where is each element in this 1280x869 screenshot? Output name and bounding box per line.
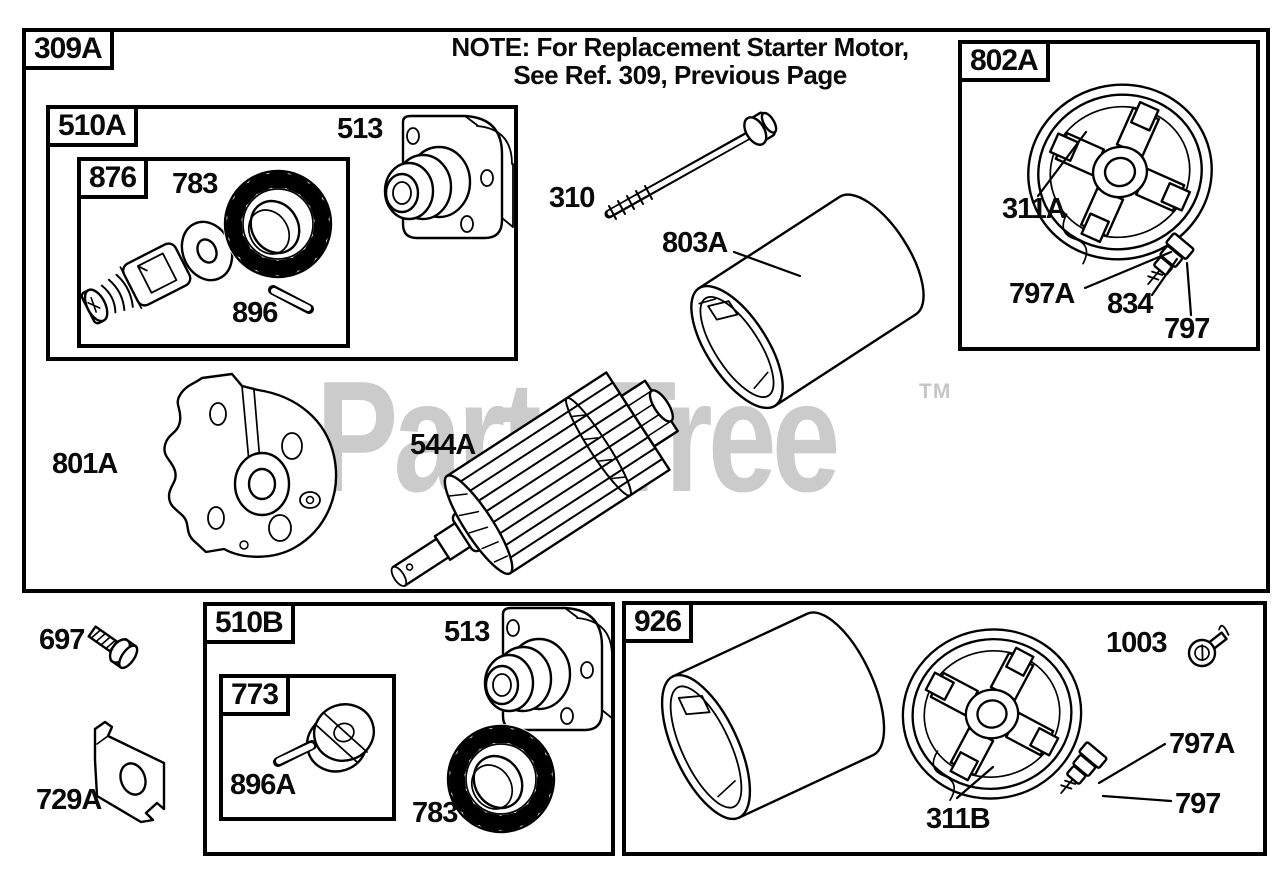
drawing-screw-1003 (1187, 624, 1230, 668)
callout-729A[interactable]: 729A (36, 784, 102, 816)
group-box-926 (622, 601, 1267, 856)
callout-797A-upper[interactable]: 797A (1009, 278, 1075, 310)
drawing-motor-housing-803A (690, 193, 925, 410)
ref-label-773[interactable]: 773 (219, 674, 291, 716)
group-box-510A (46, 105, 518, 361)
callout-783-lower[interactable]: 783 (412, 797, 458, 829)
callout-801A[interactable]: 801A (52, 448, 118, 480)
callout-311A[interactable]: 311A (1002, 193, 1067, 225)
callout-896A[interactable]: 896A (230, 769, 296, 801)
drawing-roll-pin-896 (268, 285, 314, 314)
callout-797-lower[interactable]: 797 (1175, 788, 1221, 820)
drawing-armature-544A (390, 371, 679, 587)
callout-803A[interactable]: 803A (662, 227, 728, 259)
drawing-bracket-729A (93, 720, 166, 824)
callout-513-lower[interactable]: 513 (444, 616, 490, 648)
note-line-2: See Ref. 309, Previous Page (513, 60, 847, 91)
leader-lines-926 (955, 742, 1173, 803)
callout-513-upper[interactable]: 513 (337, 113, 383, 145)
ref-label-309A[interactable]: 309A (22, 28, 114, 70)
callout-311B[interactable]: 311B (926, 803, 991, 835)
drawing-starter-clutch (80, 242, 192, 325)
ref-label-510B[interactable]: 510B (203, 602, 295, 644)
drawing-through-bolt (604, 111, 778, 220)
group-box-773 (219, 674, 396, 821)
group-box-802A (958, 40, 1260, 351)
callout-797-upper[interactable]: 797 (1164, 313, 1210, 345)
callout-783-upper[interactable]: 783 (172, 168, 218, 200)
drawing-roll-pin-896A (273, 740, 317, 767)
callout-896[interactable]: 896 (232, 297, 278, 329)
group-box-876 (77, 157, 350, 348)
replacement-note: NOTE: For Replacement Starter Motor, See… (340, 33, 1020, 89)
drawing-mount-plate-801A (163, 372, 338, 558)
callout-310[interactable]: 310 (549, 182, 595, 214)
drawing-pinion-773 (305, 703, 375, 773)
note-line-1: NOTE: For Replacement Starter Motor, (451, 32, 909, 62)
callout-834[interactable]: 834 (1107, 288, 1153, 320)
ref-label-802A[interactable]: 802A (958, 40, 1050, 82)
group-box-510B (203, 602, 615, 856)
callout-1003[interactable]: 1003 (1106, 627, 1168, 659)
callout-544A[interactable]: 544A (410, 429, 476, 461)
ref-label-876[interactable]: 876 (77, 157, 149, 199)
group-box-309A (22, 28, 1270, 593)
leader-lines-802A (732, 130, 1193, 317)
callout-797A-lower[interactable]: 797A (1169, 728, 1235, 760)
ref-label-926[interactable]: 926 (622, 601, 694, 643)
watermark-tm: TM (919, 380, 952, 403)
callout-697[interactable]: 697 (39, 624, 85, 656)
ref-label-510A[interactable]: 510A (46, 105, 138, 147)
drawing-motor-housing-926 (660, 611, 886, 821)
drawing-bolt-697 (87, 625, 139, 670)
